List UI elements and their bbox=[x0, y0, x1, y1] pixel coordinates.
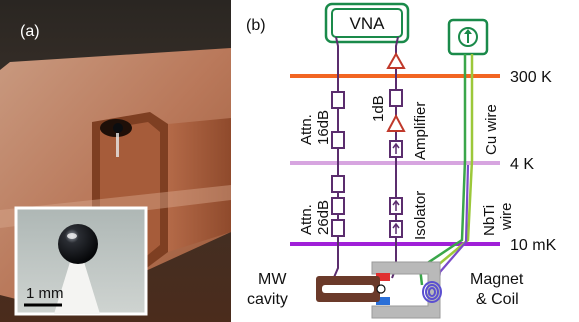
magnet-yoke bbox=[371, 261, 441, 319]
nbti-label-line2: wire bbox=[498, 202, 515, 231]
attenuator-300k bbox=[331, 91, 345, 109]
panel-b-label: (b) bbox=[246, 17, 266, 34]
cavity-sphere-marker bbox=[376, 284, 386, 294]
amplifier-4k-icon bbox=[386, 113, 406, 132]
mw-cavity-line2: cavity bbox=[247, 291, 288, 308]
isolator-label: Isolator bbox=[412, 191, 429, 240]
scale-bar-label: 1 mm bbox=[26, 285, 64, 302]
one-db-label: 1dB bbox=[370, 95, 387, 122]
cu-wire-label: Cu wire bbox=[483, 104, 500, 155]
attn-bottom-line1: Attn. bbox=[298, 204, 315, 235]
current-source-icon bbox=[458, 27, 478, 47]
panel-b-schematic: (b) 300 K 4 K 10 mK VNA Attn bbox=[246, 2, 557, 319]
magnet-pole-south bbox=[376, 297, 390, 305]
yig-sphere bbox=[113, 123, 123, 133]
temp-300k: 300 K bbox=[510, 69, 552, 86]
amplifier-300k-icon bbox=[386, 51, 406, 69]
attn-top-line2: 16dB bbox=[315, 110, 332, 145]
attenuator-4k-a bbox=[331, 175, 345, 193]
vna-label: VNA bbox=[350, 14, 386, 33]
attn-top-line1: Attn. bbox=[298, 114, 315, 145]
inset-sphere bbox=[58, 224, 98, 264]
panel-a-label: (a) bbox=[20, 23, 40, 40]
attenuator-16db bbox=[331, 131, 345, 149]
magnet-coil-line1: Magnet bbox=[470, 271, 524, 288]
magnet-coil-line2: & Coil bbox=[476, 291, 519, 308]
vna-box-inner bbox=[331, 8, 403, 38]
attenuator-4k-b bbox=[331, 197, 345, 215]
magnet-pole-north bbox=[376, 273, 390, 281]
temp-4k: 4 K bbox=[510, 156, 534, 173]
attn-bottom-line2: 26dB bbox=[315, 200, 332, 235]
inset-rod bbox=[54, 262, 100, 314]
amplifier-label: Amplifier bbox=[412, 102, 429, 160]
attenuator-4k-c bbox=[331, 219, 345, 237]
attenuator-1db bbox=[389, 89, 403, 107]
current-source-box bbox=[447, 18, 489, 56]
vna-box-outer bbox=[324, 2, 410, 44]
coil bbox=[422, 281, 442, 303]
temp-10mk: 10 mK bbox=[510, 237, 557, 254]
coax-input bbox=[331, 36, 339, 283]
panel-a-photo: (a) 1 mm bbox=[0, 0, 231, 322]
mw-cavity-line1: MW bbox=[258, 271, 287, 288]
inset-closeup: 1 mm bbox=[14, 206, 148, 316]
nbti-label-line1: NbTi bbox=[481, 205, 498, 236]
